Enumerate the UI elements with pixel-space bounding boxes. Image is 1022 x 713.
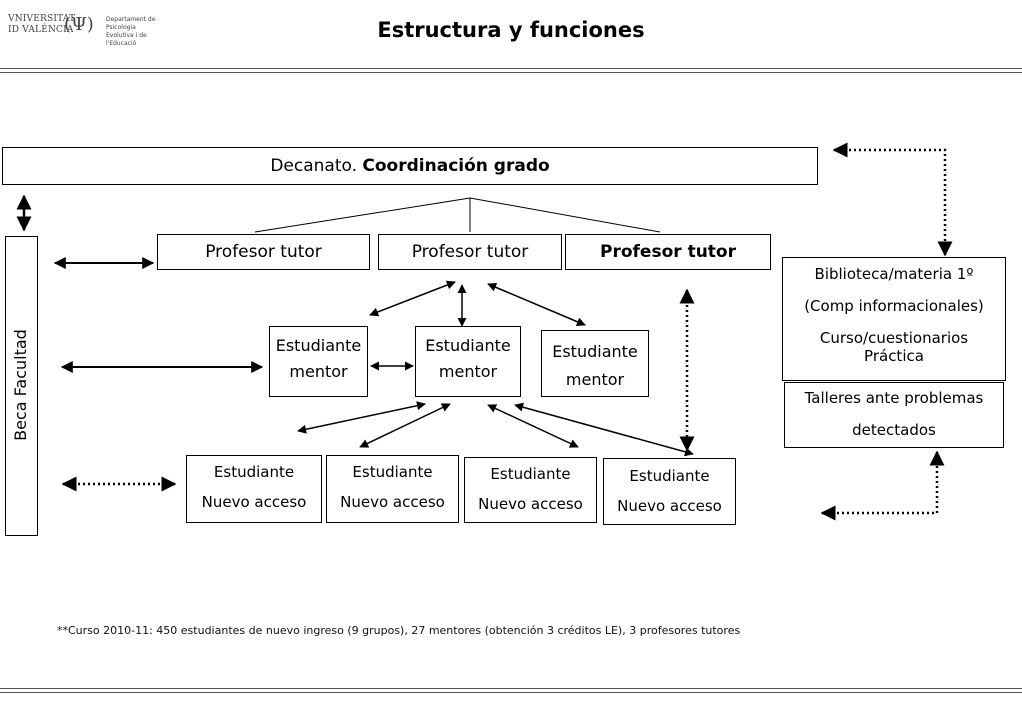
profesor-tutor-label: Profesor tutor: [205, 242, 322, 262]
logo-university-text: VNIVERSITAT ID VALÈNCIA: [8, 14, 76, 35]
footer-divider-top: [0, 688, 1022, 689]
arrow-tutor-mentor-right: [487, 283, 586, 326]
biblioteca-line4: Práctica: [864, 347, 924, 365]
arrow-mentor-newstudent-1: [297, 401, 426, 434]
decanato-box: Decanato. Coordinación grado: [2, 147, 818, 185]
footnote: **Curso 2010-11: 450 estudiantes de nuev…: [57, 624, 741, 637]
arrow-mentor-newstudent-3: [487, 404, 579, 448]
decanato-label: Decanato.: [270, 156, 363, 176]
coordinacion-grado-label: Coordinación grado: [362, 156, 550, 176]
tree-branch-left: [254, 197, 471, 233]
header-divider-bottom: [0, 72, 1022, 73]
biblioteca-line2: (Comp informacionales): [804, 297, 984, 315]
estudiante-mentor-box-3: Estudiante mentor: [541, 330, 649, 397]
profesor-tutor-box-2: Profesor tutor: [378, 234, 562, 270]
logo-mark: (Ψ): [64, 14, 94, 35]
estudiante-nuevo-acceso-box-4: Estudiante Nuevo acceso: [603, 458, 736, 525]
arrow-mentor-newstudent-2: [359, 403, 451, 448]
estudiante-nuevo-acceso-box-2: Estudiante Nuevo acceso: [326, 455, 459, 523]
page-title: Estructura y funciones: [377, 18, 645, 42]
beca-facultad-box: [5, 236, 38, 536]
arrow-tutor-mentor-left: [369, 280, 456, 317]
footer-divider-bottom: [0, 692, 1022, 693]
estudiante-mentor-box-2: Estudiante mentor: [415, 326, 521, 397]
arrow-mentor-newstudent-4: [514, 402, 694, 457]
new-student-line1: Estudiante: [352, 463, 433, 481]
mentor-line2: mentor: [289, 361, 348, 381]
university-logo: VNIVERSITAT ID VALÈNCIA (Ψ) Departament …: [8, 14, 178, 47]
estudiante-mentor-box-1: Estudiante mentor: [269, 326, 368, 397]
new-student-line2: Nuevo acceso: [478, 495, 583, 514]
mentor-line1: Estudiante: [275, 336, 362, 355]
biblioteca-box: Biblioteca/materia 1º (Comp informaciona…: [782, 257, 1006, 381]
dotted-arrow-talleres-newstudent: [820, 450, 945, 521]
new-student-line1: Estudiante: [629, 467, 710, 485]
estudiante-nuevo-acceso-box-1: Estudiante Nuevo acceso: [186, 455, 322, 523]
new-student-line2: Nuevo acceso: [617, 497, 722, 516]
new-student-line2: Nuevo acceso: [201, 493, 307, 512]
logo-department-text: Departament de Psicologia Evolutiva i de…: [106, 16, 156, 47]
profesor-tutor-box-3: Profesor tutor: [565, 234, 771, 270]
profesor-tutor-label: Profesor tutor: [411, 242, 529, 262]
mentor-line2: mentor: [438, 361, 498, 381]
biblioteca-line1: Biblioteca/materia 1º: [814, 265, 974, 283]
mentor-line2: mentor: [565, 369, 625, 389]
new-student-line1: Estudiante: [213, 463, 295, 481]
biblioteca-line3: Curso/cuestionarios: [819, 329, 969, 347]
talleres-box: Talleres ante problemas detectados: [784, 382, 1004, 448]
mentor-line1: Estudiante: [425, 336, 511, 355]
profesor-tutor-box-1: Profesor tutor: [157, 234, 370, 270]
beca-facultad-label: Beca Facultad: [11, 329, 30, 441]
estudiante-nuevo-acceso-box-3: Estudiante Nuevo acceso: [464, 457, 597, 523]
new-student-line2: Nuevo acceso: [340, 493, 445, 512]
talleres-line1: Talleres ante problemas: [804, 389, 984, 407]
tree-branch-right: [469, 197, 661, 233]
new-student-line1: Estudiante: [490, 465, 571, 483]
talleres-line2: detectados: [852, 421, 936, 439]
dotted-arrow-decanato-biblioteca: [832, 142, 953, 257]
mentor-line1: Estudiante: [552, 342, 638, 361]
header-divider-top: [0, 68, 1022, 69]
profesor-tutor-label: Profesor tutor: [600, 242, 736, 262]
